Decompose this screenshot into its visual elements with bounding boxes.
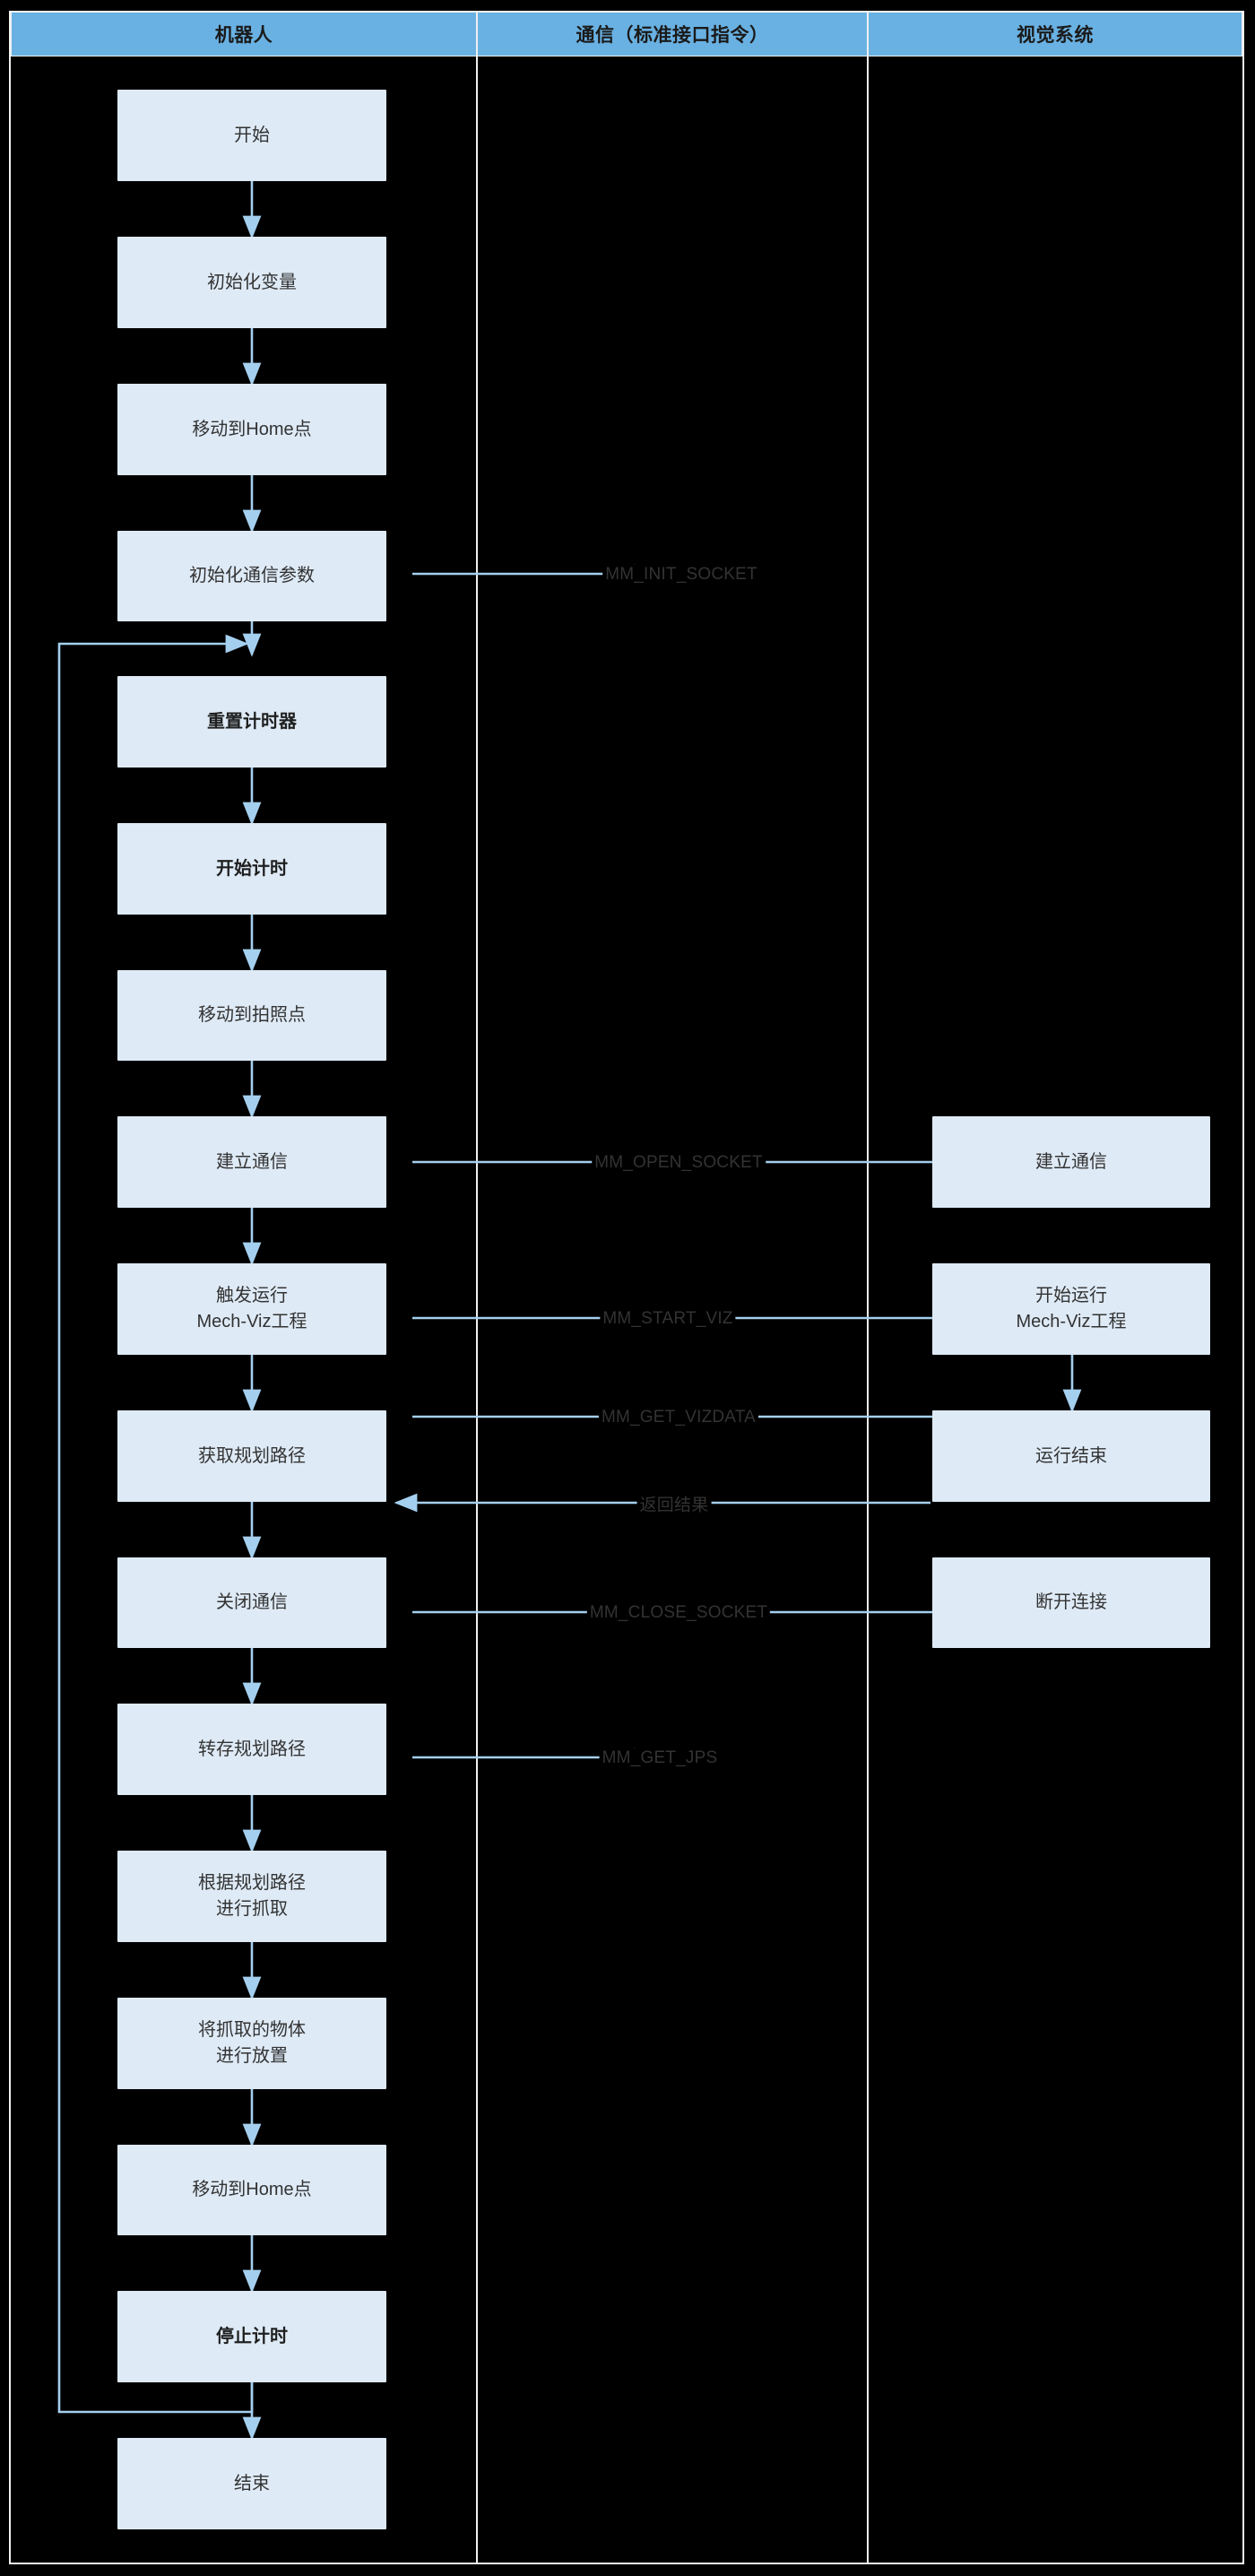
edge-label-return-result: 返回结果 [636,1491,712,1516]
lane-divider-1 [476,56,478,2564]
node-label-line2: 进行放置 [216,2046,288,2066]
node-save-planned-path[interactable]: 转存规划路径 [117,1704,386,1795]
node-label: 关闭通信 [216,1592,288,1612]
node-label: 断开连接 [1035,1592,1107,1612]
node-label-line1: 触发运行 [216,1286,288,1305]
node-label: 获取规划路径 [198,1445,306,1466]
lane-header-communication: 通信（标准接口指令） [477,12,868,56]
lane-header-communication-label: 通信（标准接口指令） [576,25,769,46]
node-start-timer[interactable]: 开始计时 [117,823,386,915]
node-reset-timer[interactable]: 重置计时器 [117,676,386,768]
node-open-comm[interactable]: 建立通信 [117,1116,386,1208]
node-vision-open-comm[interactable]: 建立通信 [932,1116,1210,1208]
node-vision-disconnect[interactable]: 断开连接 [932,1557,1210,1648]
edge-label-text: MM_START_VIZ [602,1309,733,1328]
node-close-comm[interactable]: 关闭通信 [117,1557,386,1648]
edge-label-get-vizdata: MM_GET_VIZDATA [598,1408,759,1427]
lane-header-vision: 视觉系统 [868,12,1242,56]
node-label-line2: Mech-Viz工程 [196,1312,307,1331]
node-label-line1: 将抓取的物体 [198,2020,306,2040]
node-label: 停止计时 [216,2326,288,2346]
edge-label-init-socket: MM_INIT_SOCKET [602,565,760,585]
node-label-line1: 根据规划路径 [198,1873,306,1893]
node-vision-run-mechviz[interactable]: 开始运行 Mech-Viz工程 [932,1263,1210,1355]
node-label: 移动到Home点 [192,419,312,439]
node-place-object[interactable]: 将抓取的物体 进行放置 [117,1998,386,2089]
lane-divider-2 [867,56,869,2564]
node-init-variables[interactable]: 初始化变量 [117,237,386,328]
edge-label-text: MM_GET_JPS [602,1748,718,1767]
edge-label-text: MM_INIT_SOCKET [605,565,757,584]
node-move-capture-point[interactable]: 移动到拍照点 [117,970,386,1061]
edge-label-text: MM_GET_VIZDATA [601,1408,757,1427]
node-label: 建立通信 [1035,1151,1107,1172]
node-label: 结束 [234,2473,270,2494]
node-init-comm-params[interactable]: 初始化通信参数 [117,531,386,621]
edge-label-close-socket: MM_CLOSE_SOCKET [586,1603,771,1623]
edge-label-text: 返回结果 [639,1496,709,1515]
node-label-line2: 进行抓取 [216,1899,288,1919]
node-label-line2: Mech-Viz工程 [1016,1312,1127,1331]
node-label: 开始计时 [216,858,288,879]
node-label: 移动到Home点 [192,2180,312,2199]
node-get-planned-path[interactable]: 获取规划路径 [117,1410,386,1502]
node-start[interactable]: 开始 [117,90,386,181]
node-label: 初始化通信参数 [189,566,315,585]
node-label: 建立通信 [216,1151,288,1172]
lane-header-vision-label: 视觉系统 [1017,25,1094,46]
node-label: 运行结束 [1035,1445,1107,1466]
edge-label-text: MM_OPEN_SOCKET [594,1153,763,1172]
node-vision-run-finished[interactable]: 运行结束 [932,1410,1210,1502]
node-label: 转存规划路径 [198,1739,306,1759]
edge-label-open-socket: MM_OPEN_SOCKET [592,1153,766,1173]
node-label: 移动到拍照点 [198,1005,306,1025]
edge-label-start-viz: MM_START_VIZ [600,1309,736,1329]
node-pick-along-path[interactable]: 根据规划路径 进行抓取 [117,1851,386,1942]
node-label: 开始 [234,125,270,145]
node-end[interactable]: 结束 [117,2438,386,2529]
edge-label-get-jps: MM_GET_JPS [599,1748,721,1768]
node-stop-timer[interactable]: 停止计时 [117,2291,386,2382]
node-label-line1: 开始运行 [1035,1286,1107,1305]
node-trigger-mechviz[interactable]: 触发运行 Mech-Viz工程 [117,1263,386,1355]
node-move-home-2[interactable]: 移动到Home点 [117,2145,386,2235]
node-move-home-1[interactable]: 移动到Home点 [117,384,386,475]
lane-header-robot: 机器人 [11,12,477,56]
lane-header-robot-label: 机器人 [214,25,273,46]
edge-label-text: MM_CLOSE_SOCKET [589,1603,768,1622]
node-label: 初始化变量 [207,272,297,292]
node-label: 重置计时器 [207,711,297,732]
